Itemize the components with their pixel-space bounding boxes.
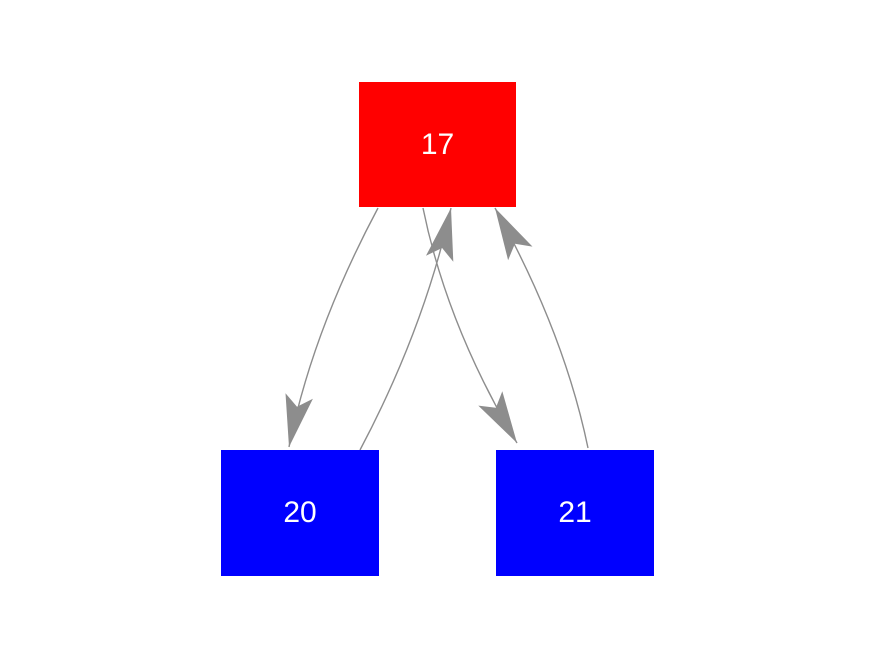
node-label: 17 xyxy=(420,127,455,161)
edge-17-20[interactable] xyxy=(285,207,379,448)
graph-node-17[interactable]: 17 xyxy=(359,82,516,207)
edge-20-17[interactable] xyxy=(359,207,454,451)
graph-node-21[interactable]: 21 xyxy=(496,450,654,576)
arrowhead-icon xyxy=(478,391,517,443)
node-label: 20 xyxy=(283,496,317,529)
edge-21-17[interactable] xyxy=(494,207,589,449)
edge-17-21[interactable] xyxy=(422,207,518,444)
node-label: 21 xyxy=(558,496,592,529)
arrowhead-icon xyxy=(285,393,313,447)
graph-node-20[interactable]: 20 xyxy=(221,450,379,576)
arrowhead-icon xyxy=(495,208,533,261)
